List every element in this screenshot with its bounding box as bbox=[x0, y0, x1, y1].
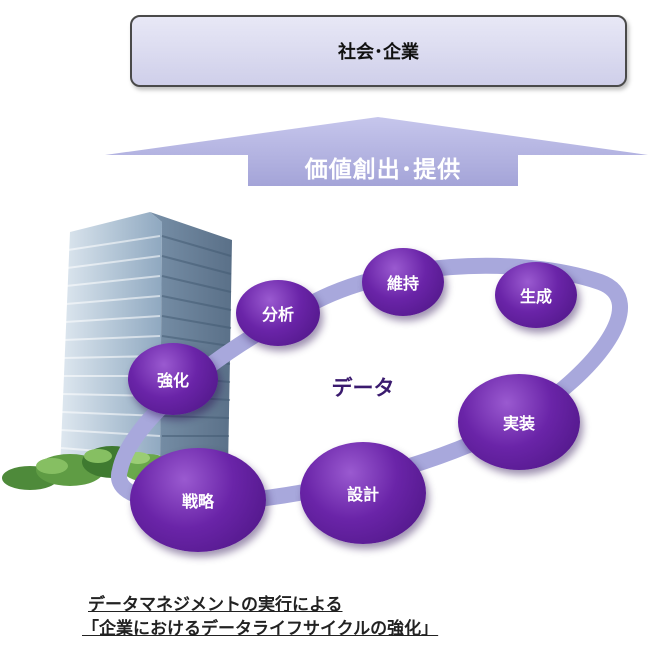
node-maintain: 維持 bbox=[362, 248, 444, 316]
value-creation-label: 価値創出･提供 bbox=[304, 157, 462, 183]
node-strategy-label: 戦略 bbox=[181, 492, 214, 511]
caption-line-2: 「企業におけるデータライフサイクルの強化」 bbox=[82, 619, 439, 639]
node-design-label: 設計 bbox=[346, 485, 379, 504]
node-implement-label: 実装 bbox=[502, 414, 535, 433]
data-center-label: データ bbox=[331, 376, 395, 400]
node-design: 設計 bbox=[300, 442, 426, 544]
society-enterprise-box: 社会･企業 bbox=[130, 15, 627, 87]
node-generate: 生成 bbox=[495, 262, 577, 328]
node-analyze-label: 分析 bbox=[261, 305, 294, 324]
node-strategy: 戦略 bbox=[130, 448, 266, 552]
node-maintain-label: 維持 bbox=[386, 274, 419, 293]
node-generate-label: 生成 bbox=[519, 287, 552, 306]
node-strengthen: 強化 bbox=[128, 343, 218, 415]
node-strengthen-label: 強化 bbox=[156, 371, 189, 390]
arrow-head bbox=[105, 117, 648, 186]
node-analyze: 分析 bbox=[236, 280, 320, 346]
caption-line-1: データマネジメントの実行による bbox=[88, 595, 343, 615]
node-implement: 実装 bbox=[458, 374, 580, 470]
society-enterprise-label: 社会･企業 bbox=[338, 42, 419, 63]
